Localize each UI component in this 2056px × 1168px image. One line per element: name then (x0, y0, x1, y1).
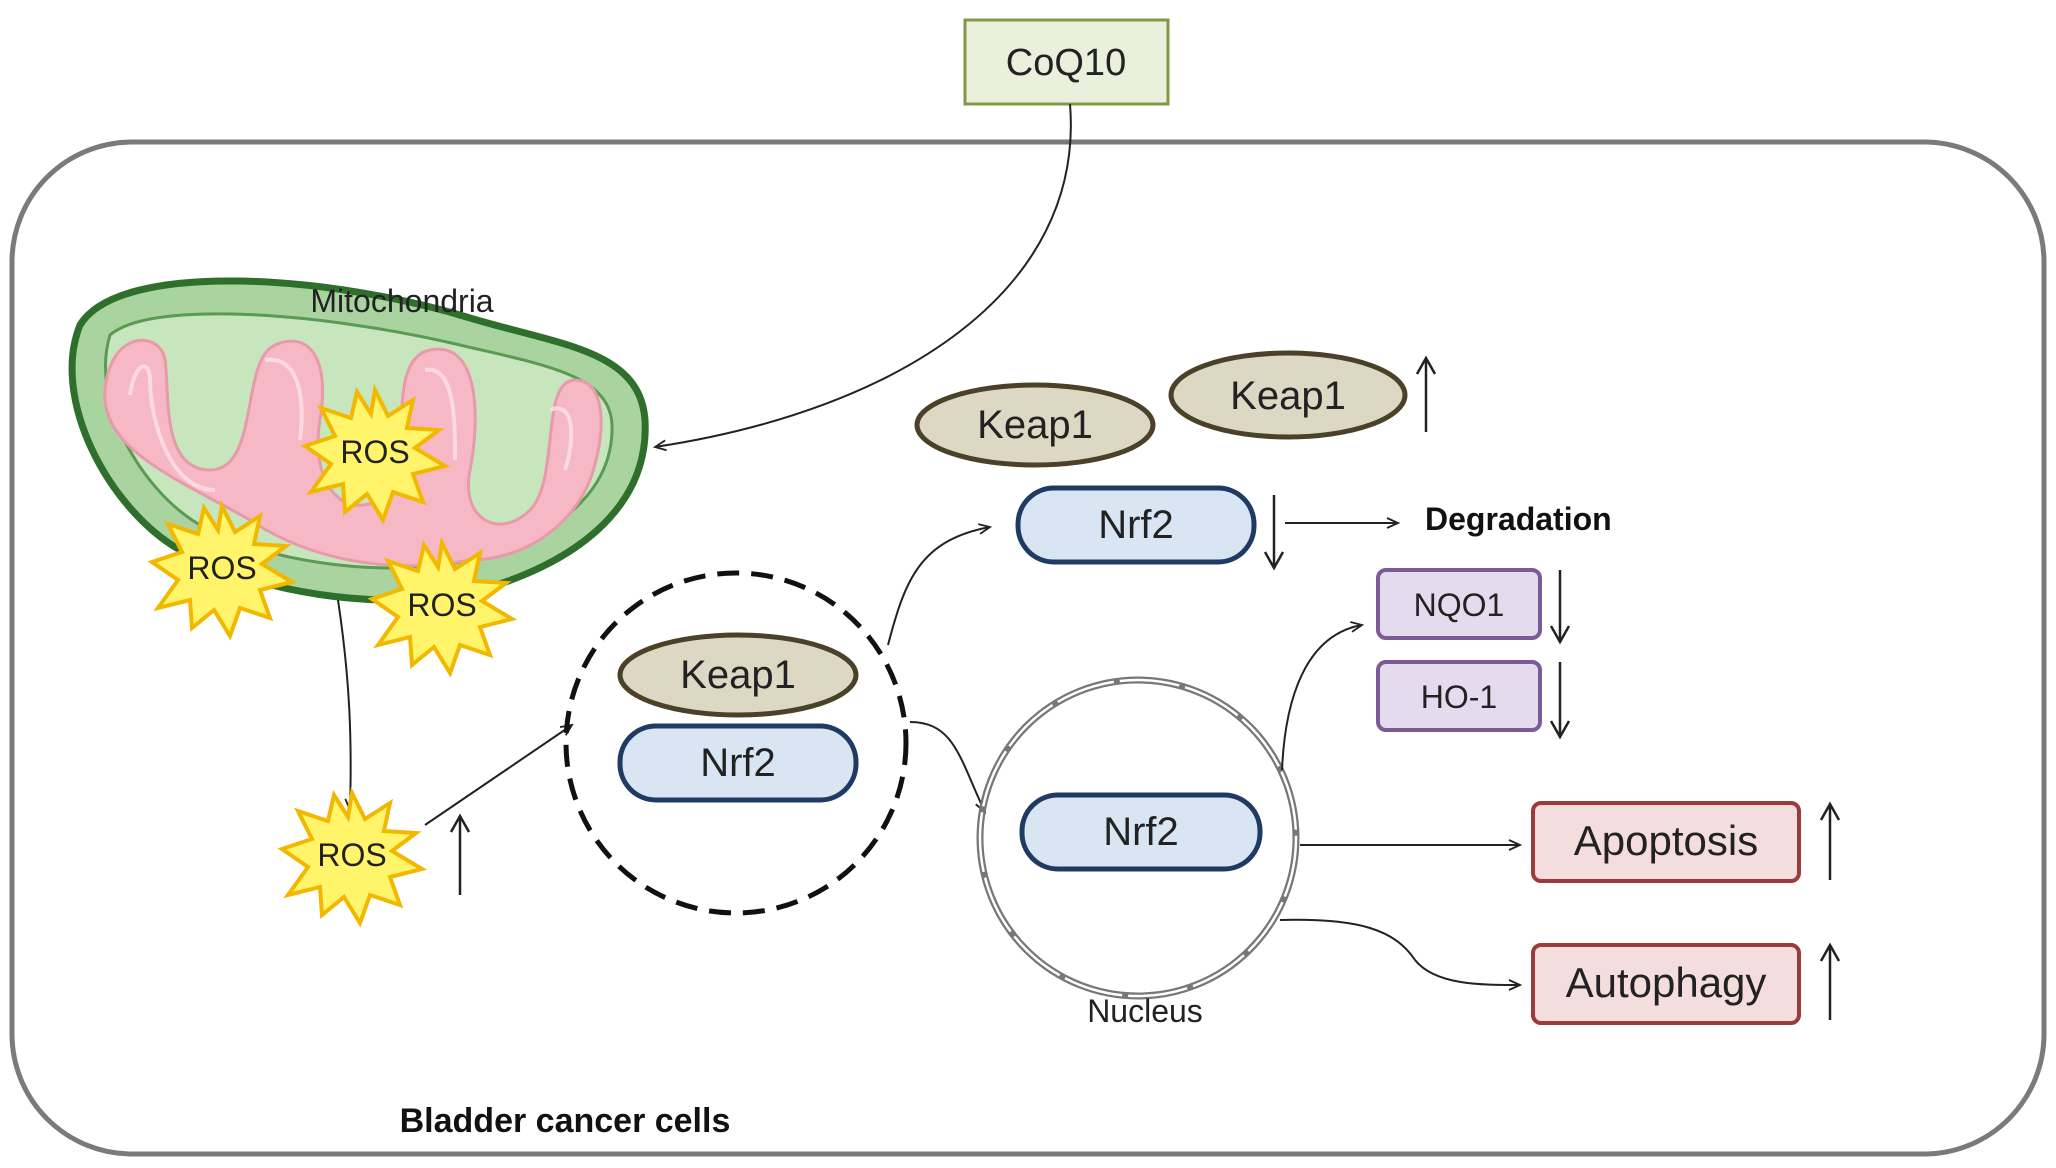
down-arrow-ho1 (1549, 662, 1571, 740)
keap1-complex-label: Keap1 (680, 653, 796, 697)
keap1-upper-right: Keap1 (1168, 350, 1408, 440)
nrf2-free-label: Nrf2 (1098, 503, 1174, 547)
ros-burst-2: ROS (147, 499, 298, 641)
degradation-label: Degradation (1425, 501, 1612, 537)
down-arrow-nrf2 (1263, 495, 1285, 571)
apoptosis-box: Apoptosis (1531, 801, 1801, 883)
ros-label-cytosol: ROS (317, 837, 386, 873)
coq10-box: CoQ10 (963, 18, 1170, 106)
keap1-upper-right-label: Keap1 (1230, 374, 1346, 418)
ros-label-1: ROS (340, 434, 409, 470)
up-arrow-keap1 (1415, 355, 1437, 432)
up-arrow-ros (449, 813, 471, 895)
keap1-upper-left-label: Keap1 (977, 403, 1093, 447)
ros-label-3: ROS (407, 587, 476, 623)
ros-burst-cytosol: ROS (277, 786, 428, 928)
down-arrow-nqo1 (1549, 570, 1571, 645)
ho1-label: HO-1 (1421, 679, 1497, 715)
mitochondria-label: Mitochondria (310, 283, 493, 319)
ros-burst-1: ROS (300, 383, 451, 525)
keap1-nrf2-complex (563, 570, 909, 916)
nrf2-nuclear-label: Nrf2 (1103, 810, 1179, 854)
nrf2-free: Nrf2 (1015, 485, 1257, 565)
arrow-complex-to-nrf2 (887, 527, 990, 646)
up-arrow-autophagy (1819, 942, 1841, 1020)
arrow-mitochondria-to-ros (337, 599, 351, 810)
coq10-label: CoQ10 (1006, 42, 1126, 84)
keap1-upper-left: Keap1 (914, 382, 1156, 468)
nrf2-complex: Nrf2 (617, 723, 859, 803)
apoptosis-label: Apoptosis (1574, 817, 1758, 864)
nrf2-nuclear: Nrf2 (1019, 792, 1263, 872)
up-arrow-apoptosis (1819, 801, 1841, 880)
nucleus (976, 676, 1300, 1000)
autophagy-label: Autophagy (1566, 959, 1767, 1006)
arrow-complex-to-nucleus (909, 721, 985, 812)
keap1-complex: Keap1 (617, 632, 859, 718)
arrow-nucleus-to-autophagy (1279, 918, 1520, 985)
arrow-nucleus-to-nqo1 (1281, 625, 1362, 771)
nqo1-label: NQO1 (1414, 587, 1505, 623)
arrow-coq10-to-mitochondria (655, 103, 1072, 447)
cell-label: Bladder cancer cells (400, 1102, 731, 1140)
ros-burst-3: ROS (367, 536, 518, 678)
nqo1-box: NQO1 (1376, 568, 1542, 640)
ho1-box: HO-1 (1376, 660, 1542, 732)
autophagy-box: Autophagy (1531, 943, 1801, 1025)
arrow-ros-to-complex (424, 725, 572, 826)
ros-label-2: ROS (187, 550, 256, 586)
nrf2-complex-label: Nrf2 (700, 741, 776, 785)
nucleus-label: Nucleus (1087, 993, 1203, 1029)
